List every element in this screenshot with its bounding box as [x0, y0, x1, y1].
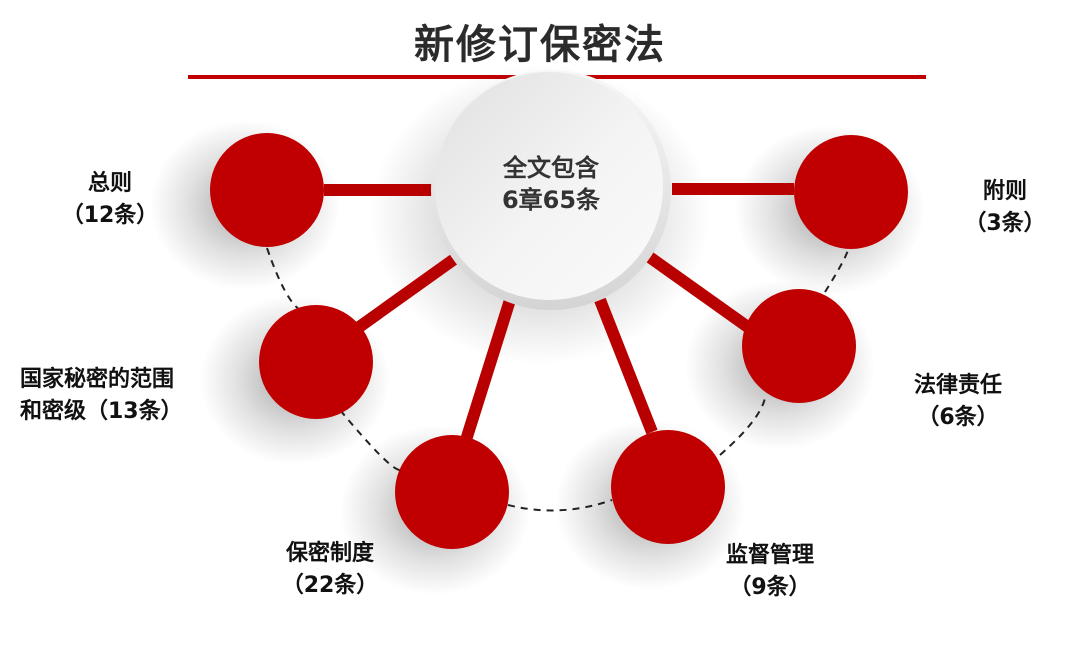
spoke-system: [460, 298, 516, 442]
label-liability: 法律责任 （6条）: [888, 370, 1028, 434]
node-supervision[interactable]: [611, 430, 725, 544]
label-supplementary: 附则 （3条）: [950, 176, 1060, 240]
label-supplementary-count: （3条）: [964, 211, 1046, 236]
label-supervision: 监督管理 （9条）: [700, 540, 840, 604]
label-supplementary-name: 附则: [982, 179, 1027, 204]
label-scope: 国家秘密的范围 和密级（13条）: [20, 364, 240, 428]
dashed-arc: [266, 247, 849, 512]
center-label-line1: 全文包含: [503, 154, 599, 182]
label-supervision-count: （9条）: [729, 575, 811, 600]
label-system-count: （22条）: [281, 573, 379, 598]
center-label: 全文包含 6章65条: [451, 152, 651, 216]
node-supplementary[interactable]: [794, 135, 908, 249]
spoke-scope: [351, 250, 464, 335]
label-liability-name: 法律责任: [913, 373, 1002, 398]
label-general-count: （12条）: [61, 203, 159, 228]
page-title: 新修订保密法: [414, 22, 666, 68]
spokes: [324, 183, 794, 442]
node-liability[interactable]: [742, 289, 856, 403]
label-system: 保密制度 （22条）: [260, 538, 400, 602]
label-scope-name: 国家秘密的范围: [20, 367, 175, 392]
node-system[interactable]: [395, 435, 509, 549]
label-supervision-name: 监督管理: [725, 543, 814, 568]
node-general[interactable]: [210, 133, 324, 247]
spoke-supervision: [594, 297, 658, 435]
label-liability-count: （6条）: [917, 405, 999, 430]
node-scope[interactable]: [259, 305, 373, 419]
label-general: 总则 （12条）: [40, 168, 180, 232]
center-label-line2: 6章65条: [501, 186, 601, 214]
center-circle: [435, 72, 663, 300]
spoke-liability: [644, 251, 756, 335]
label-general-name: 总则: [87, 171, 132, 196]
label-scope-count: 和密级（13条）: [20, 399, 183, 424]
label-system-name: 保密制度: [285, 541, 374, 566]
